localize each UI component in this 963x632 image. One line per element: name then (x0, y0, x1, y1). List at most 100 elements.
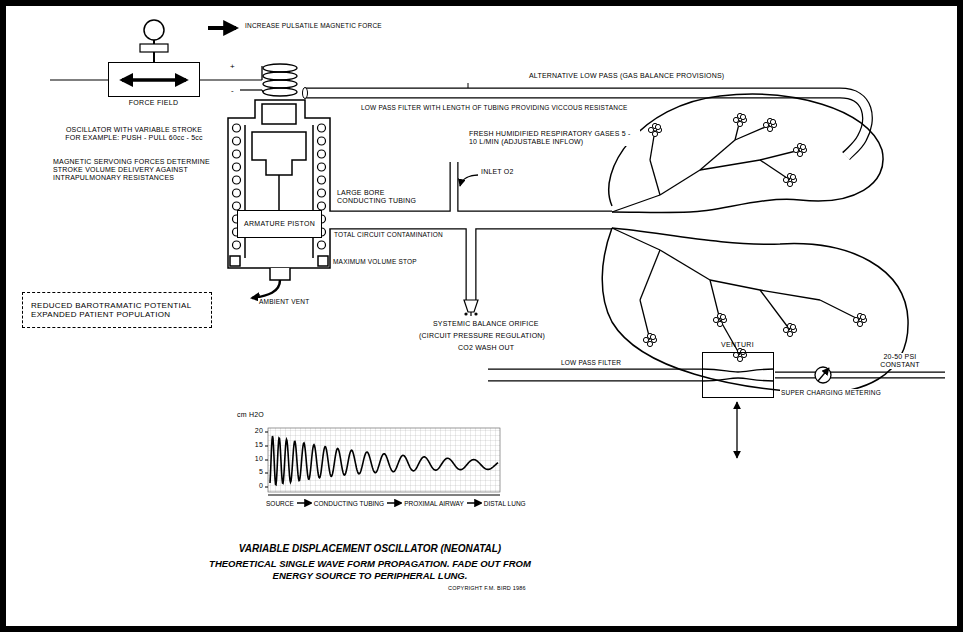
alveolus (857, 321, 862, 326)
alveolus (650, 334, 655, 339)
venturi-box: VENTURI (702, 352, 774, 398)
alveolus (860, 314, 865, 319)
diagram-caption: THEORETICAL SINGLE WAVE FORM PROPAGATION… (205, 558, 535, 583)
annotation-label: 20-50 PSI CONSTANT (868, 353, 932, 369)
bronchus-line (710, 280, 760, 290)
winding-loop (318, 202, 326, 210)
winding-loop (233, 202, 241, 210)
force-field-box: FORCE FIELD (108, 62, 200, 97)
alveolus (790, 174, 795, 179)
annotation-label: 0 (246, 482, 264, 490)
alveolus (770, 119, 775, 124)
bronchus-line (660, 170, 700, 195)
winding-loop (233, 241, 241, 249)
bronchus-line (760, 290, 790, 330)
tube-tick (468, 83, 469, 88)
lung-illustration (602, 94, 908, 393)
force-field-symbol (50, 20, 262, 90)
alveolus (717, 321, 722, 326)
annotation-label: COPYRIGHT F.M. BIRD 1986 (447, 585, 527, 591)
winding-loop (318, 137, 326, 145)
annotation-label: INLET O2 (480, 168, 515, 176)
bronchus-line (640, 250, 660, 300)
venturi-throat (702, 369, 774, 458)
winding-loop (318, 163, 326, 171)
annotation-label: 20 (246, 427, 264, 435)
pressure-wave (270, 436, 498, 485)
annotation-label: LOW PASS FILTER (560, 359, 622, 366)
node-label: REDUCED BAROTRAMATIC POTENTIAL EXPANDED … (31, 301, 203, 319)
alveolus (787, 181, 792, 186)
winding-loop (233, 150, 241, 158)
flow-arrow (386, 499, 402, 507)
winding-loop (318, 150, 326, 158)
note-box: REDUCED BAROTRAMATIC POTENTIAL EXPANDED … (22, 292, 212, 328)
flow-arrow (296, 499, 312, 507)
alveolus (737, 356, 742, 361)
alveolus (740, 114, 745, 119)
flow-arrow (466, 499, 482, 507)
inlet-arrow (460, 175, 478, 186)
winding-loop (318, 124, 326, 132)
coil-windings (233, 124, 326, 249)
annotation-label: AMBIENT VENT (258, 298, 310, 305)
orifice-symbol (464, 300, 478, 316)
diagram-title: VARIABLE DISPLACEMENT OSCILLATOR (NEONAT… (190, 543, 550, 554)
propagation-stage: CONDUCTING TUBING (314, 500, 384, 507)
annotation-label: FRESH HUMIDIFIED RESPIRATORY GASES 5 - 1… (468, 130, 640, 146)
annotation-label: INCREASE PULSATILE MAGNETIC FORCE (244, 22, 383, 29)
annotation-label: 10 (246, 455, 264, 463)
bronchus-line (612, 228, 660, 250)
annotation-label: MAXIMUM VOLUME STOP (332, 258, 418, 265)
metering-gauge (815, 367, 831, 383)
winding-loop (233, 189, 241, 197)
alveolus (800, 144, 805, 149)
bronchus-line (720, 320, 740, 355)
winding-loop (318, 241, 326, 249)
propagation-stage: DISTAL LUNG (484, 500, 526, 507)
annotation-label: (CIRCUIT PRESSURE REGULATION) (418, 332, 546, 340)
bronchus-line (612, 195, 660, 212)
coil-symbol (262, 64, 297, 96)
annotation-label: LOW PASS FILTER WITH LENGTH OF TUBING PR… (360, 104, 629, 111)
oscillator-housing (228, 100, 330, 298)
annotation-label: SYSTEMIC BALANCE ORIFICE (432, 320, 540, 328)
node-label: FORCE FIELD (129, 99, 179, 107)
annotation-label: cm H2O (236, 411, 265, 419)
annotation-label: 15 (246, 441, 264, 449)
annotation-label: - (230, 86, 235, 95)
annotation-label: MAGNETIC SERVOING FORCES DETERMINE STROK… (52, 158, 226, 182)
alveolus (655, 124, 660, 129)
winding-loop (233, 163, 241, 171)
bronchus-line (760, 290, 820, 300)
alveolus (737, 121, 742, 126)
bronchus-line (660, 250, 710, 280)
winding-loop (318, 189, 326, 197)
frame (3, 3, 960, 629)
bronchus-line (820, 300, 860, 320)
node-label: ARMATURE PISTON (244, 220, 315, 228)
annotation-label: + (229, 62, 236, 71)
tubing-bore (304, 93, 946, 375)
alveolus (787, 331, 792, 336)
annotation-label: OSCILLATOR WITH VARIABLE STROKE FOR EXAM… (58, 126, 210, 142)
alveolus (647, 341, 652, 346)
propagation-stage: SOURCE (266, 500, 294, 507)
winding-loop (233, 124, 241, 132)
node-label: VENTURI (721, 341, 754, 349)
winding-loop (233, 137, 241, 145)
tubing (305, 93, 945, 375)
winding-loop (318, 176, 326, 184)
bronchus-line (700, 160, 760, 170)
pressure-chart (265, 428, 500, 495)
alveolus (790, 324, 795, 329)
annotation-label: LARGE BORE CONDUCTING TUBING (336, 189, 430, 205)
wave-trace (270, 436, 498, 485)
piston-box: ARMATURE PISTON (237, 210, 322, 238)
propagation-row: SOURCECONDUCTING TUBINGPROXIMAL AIRWAYDI… (266, 499, 526, 507)
alveolus (720, 314, 725, 319)
alveolus (797, 151, 802, 156)
winding-loop (233, 176, 241, 184)
